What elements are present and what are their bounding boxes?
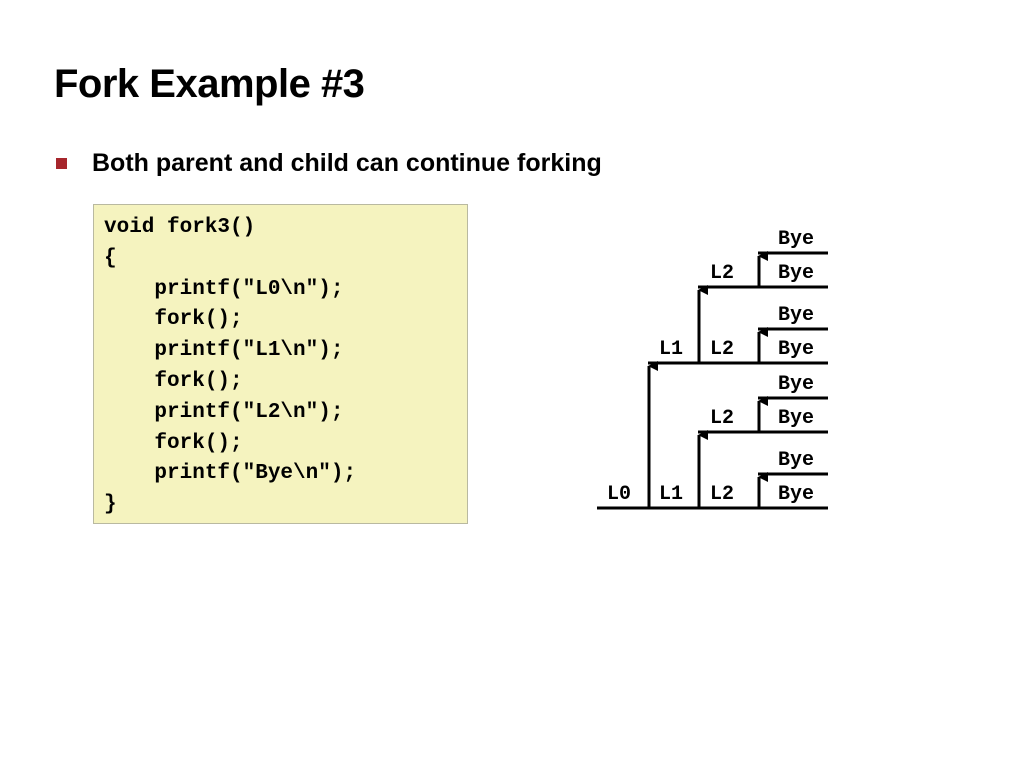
label-bye: Bye <box>778 228 814 251</box>
label-l0: L0 <box>607 483 631 506</box>
code-line: printf("Bye\n"); <box>104 462 357 486</box>
label-l1: L1 <box>659 483 683 506</box>
label-l2: L2 <box>710 407 734 430</box>
bullet-text: Both parent and child can continue forki… <box>92 148 602 177</box>
label-bye: Bye <box>778 262 814 285</box>
label-bye: Bye <box>778 373 814 396</box>
label-bye: Bye <box>778 338 814 361</box>
code-line: fork(); <box>104 431 243 455</box>
label-bye: Bye <box>778 483 814 506</box>
code-line: fork(); <box>104 369 243 393</box>
code-line: printf("L1\n"); <box>104 339 344 363</box>
label-l2: L2 <box>710 483 734 506</box>
bullet-square-icon <box>56 157 67 169</box>
code-line: { <box>104 246 117 270</box>
bullet-item: Both parent and child can continue forki… <box>56 146 602 180</box>
code-line: void fork3() <box>104 216 256 239</box>
code-line: printf("L2\n"); <box>104 400 344 424</box>
label-l1: L1 <box>659 338 683 361</box>
slide-title: Fork Example #3 <box>54 62 365 106</box>
code-line: fork(); <box>104 308 243 332</box>
code-line: } <box>104 493 117 517</box>
code-line: printf("L0\n"); <box>104 277 344 301</box>
label-bye: Bye <box>778 449 814 472</box>
label-l2: L2 <box>710 338 734 361</box>
code-block: void fork3() { printf("L0\n"); fork(); p… <box>93 204 468 524</box>
label-bye: Bye <box>778 407 814 430</box>
label-l2: L2 <box>710 262 734 285</box>
label-bye: Bye <box>778 304 814 327</box>
